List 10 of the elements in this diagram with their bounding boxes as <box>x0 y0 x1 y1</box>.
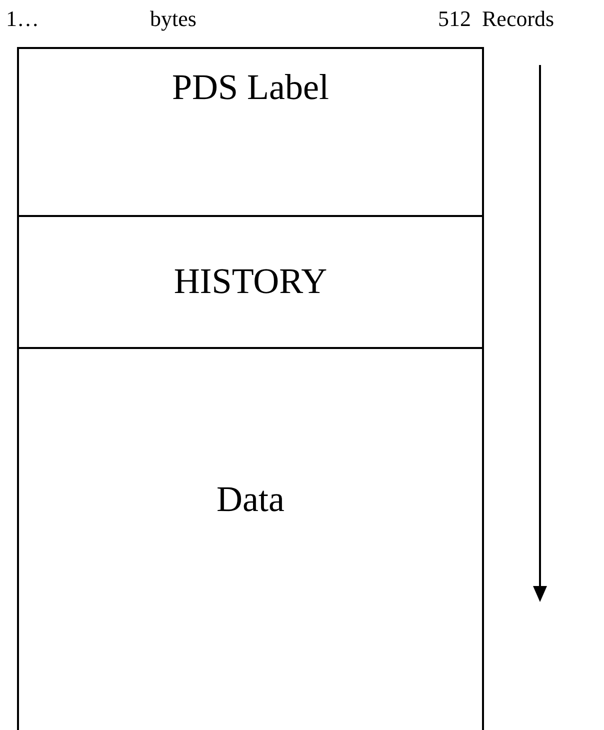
byte-scale-label: 512 <box>438 6 471 32</box>
byte-scale-label: 1… <box>6 6 39 32</box>
byte-scale-label: bytes <box>150 6 196 32</box>
section-title: Data <box>216 479 286 519</box>
axis-label: Records <box>482 6 554 32</box>
section-band <box>17 347 484 730</box>
section-title: PDS Label <box>171 67 330 107</box>
section-title: HISTORY <box>172 261 328 301</box>
section-band <box>17 47 484 215</box>
section-band <box>17 215 484 347</box>
